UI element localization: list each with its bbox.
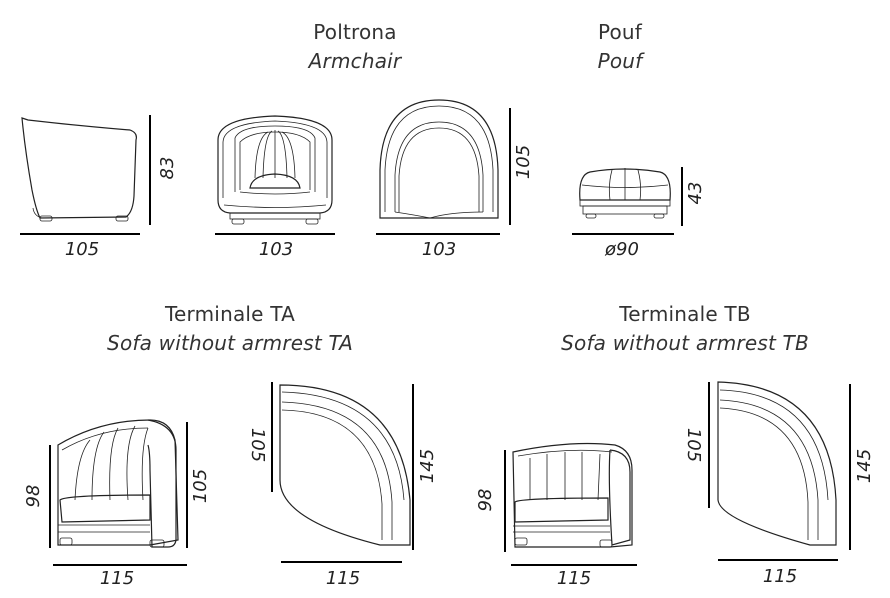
poltrona-title: Poltrona [313, 20, 397, 44]
ta-top-width-label: 115 [326, 568, 360, 589]
armchair-side-height-label: 83 [157, 157, 178, 180]
ta-front-height-right-label: 105 [190, 469, 211, 503]
poltrona-subtitle: Armchair [308, 49, 402, 73]
tb-top-depth-left-label: 105 [683, 428, 704, 462]
tb-top-width-label: 115 [763, 566, 797, 587]
ta-top-depth-right-label: 145 [417, 449, 438, 483]
terminale-tb-title: Terminale TB [619, 302, 751, 326]
tb-top-view [708, 381, 851, 561]
pouf-view [572, 167, 683, 235]
tb-front-width-label: 115 [557, 568, 591, 589]
terminale-tb-title-block: Terminale TB Sofa without armrest TB [545, 302, 825, 355]
ta-front-height-left-label: 98 [23, 485, 44, 508]
armchair-front-view [215, 115, 335, 235]
pouf-height-label: 43 [685, 182, 706, 205]
tb-front-view [504, 442, 637, 566]
ta-front-width-label: 115 [100, 568, 134, 589]
armchair-top-view [376, 99, 511, 235]
armchair-side-width-label: 105 [65, 239, 99, 260]
pouf-subtitle: Pouf [597, 49, 643, 73]
tb-top-depth-right-label: 145 [854, 449, 875, 483]
pouf-diameter-label: ø90 [604, 239, 639, 260]
pouf-title: Pouf [597, 20, 643, 44]
poltrona-title-block: Poltrona Armchair [300, 20, 410, 73]
ta-top-depth-left-label: 105 [247, 428, 268, 462]
terminale-ta-subtitle: Sofa without armrest TA [107, 331, 353, 355]
armchair-top-width-label: 103 [422, 239, 456, 260]
armchair-side-view [20, 115, 151, 235]
terminale-ta-title: Terminale TA [165, 302, 295, 326]
tb-front-height-label: 98 [475, 489, 496, 512]
terminale-ta-title-block: Terminale TA Sofa without armrest TA [100, 302, 360, 355]
terminale-tb-subtitle: Sofa without armrest TB [561, 331, 809, 355]
ta-top-view [271, 382, 414, 563]
ta-front-view [49, 419, 188, 566]
armchair-top-depth-label: 105 [513, 145, 534, 179]
pouf-title-block: Pouf Pouf [580, 20, 660, 73]
armchair-front-width-label: 103 [259, 239, 293, 260]
